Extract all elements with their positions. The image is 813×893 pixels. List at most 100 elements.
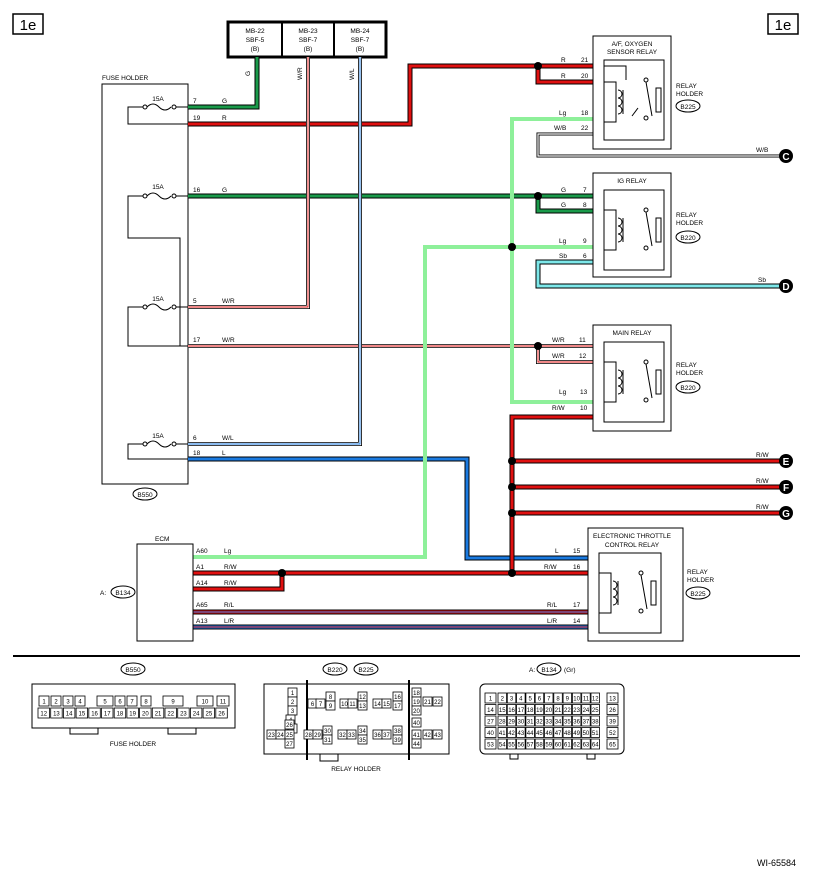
svg-text:8: 8 [583, 202, 587, 209]
svg-text:R/L: R/L [224, 602, 235, 609]
pin-label: 23 [573, 708, 580, 714]
splice-dot [534, 192, 542, 200]
pin-label: 6 [118, 699, 122, 705]
pin-label: 4 [519, 696, 523, 702]
pin-cell [63, 707, 76, 719]
pin-cell [516, 692, 526, 704]
pin-label: 16 [394, 695, 401, 701]
pin-cell [525, 692, 535, 704]
sbf-1-name: MB-22 [245, 28, 265, 35]
svg-text:15A: 15A [152, 296, 164, 303]
pin-label: 34 [359, 729, 366, 735]
pin-label: 34 [555, 719, 562, 725]
sbf-3-name: MB-24 [350, 28, 370, 35]
pin-cell [534, 704, 545, 715]
svg-text:W/R: W/R [552, 337, 565, 344]
svg-text:Lg: Lg [559, 238, 567, 245]
relay-holder-pins: 1234567891011121314151617181920212223242… [266, 687, 443, 749]
splice-dot [534, 62, 542, 70]
pin-cell [553, 715, 563, 727]
fuse-4: 15A [127, 433, 188, 460]
wire-rw-trunk [509, 414, 593, 576]
pin-label: 26 [218, 711, 225, 717]
fuse-2: 15A [127, 184, 188, 346]
svg-text:L/R: L/R [224, 618, 234, 625]
pin-cell [177, 707, 190, 719]
sbf-1-sub: SBF-5 [246, 37, 265, 44]
pin-cell [572, 727, 582, 738]
pin-cell [422, 729, 433, 740]
pin-label: 36 [573, 719, 580, 725]
pin-label: 62 [573, 742, 580, 748]
pin-cell [497, 715, 507, 727]
pin-label: 30 [324, 729, 331, 735]
fh5-pin: 5 [193, 298, 197, 305]
pin-label: 6 [311, 702, 315, 708]
pin-cell [506, 727, 517, 738]
pin-cell [534, 727, 545, 738]
splice-dot [534, 342, 542, 350]
svg-text:R/W: R/W [224, 580, 238, 587]
wires [188, 57, 782, 630]
pin-cell [562, 738, 572, 750]
fh19-color: R [222, 115, 227, 122]
pin-label: 23 [180, 711, 187, 717]
pin-label: 60 [555, 742, 562, 748]
svg-text:A65: A65 [196, 602, 208, 609]
pin-label: 18 [413, 691, 420, 697]
sbf-2-conn: (B) [304, 46, 313, 53]
pin-label: 15 [383, 702, 390, 708]
pin-cell [534, 692, 545, 704]
terminal-f [779, 480, 793, 494]
pin-label: 43 [434, 733, 441, 739]
svg-text:RELAY: RELAY [676, 362, 697, 369]
pin-cell [114, 695, 126, 707]
pin-cell [581, 738, 591, 750]
pin-label: 42 [508, 731, 515, 737]
svg-text:HOLDER: HOLDER [687, 577, 714, 584]
pin-cell [62, 695, 74, 707]
pin-label: 10 [202, 699, 209, 705]
svg-text:Lg: Lg [559, 110, 567, 117]
pin-cell [544, 715, 554, 727]
pin-cell [484, 738, 497, 750]
pin-label: 24 [583, 708, 590, 714]
b134-id: B134 [541, 667, 557, 674]
pin-cell [325, 700, 336, 711]
pin-label: 51 [592, 731, 599, 737]
pin-label: 13 [359, 704, 366, 710]
pin-label: 14 [487, 708, 494, 714]
pin-cell [196, 695, 214, 707]
pin-label: 49 [573, 731, 580, 737]
pin-label: 56 [518, 742, 525, 748]
pin-label: 40 [413, 721, 420, 727]
pin-label: 9 [171, 699, 175, 705]
af-relay-title2: SENSOR RELAY [607, 49, 658, 56]
pin-cell [506, 715, 517, 727]
pin-cell [484, 715, 497, 727]
pin-label: 19 [129, 711, 136, 717]
splice-points [278, 62, 542, 577]
pin-cell [606, 738, 619, 750]
fh19-pin: 19 [193, 115, 201, 122]
pin-cell [497, 692, 507, 704]
ecm-conn-prefix: A: [100, 590, 106, 597]
pin-label: 21 [155, 711, 162, 717]
pin-label: 58 [536, 742, 543, 748]
pin-cell [74, 695, 86, 707]
pin-cell [88, 707, 101, 719]
pin-cell [312, 729, 323, 740]
pin-label: 4 [78, 699, 82, 705]
page-tag-left-box [12, 13, 44, 35]
pin-label: 63 [583, 742, 590, 748]
pin-cell [525, 715, 535, 727]
relay-holder-connector-view: B220 B225 123456789101112131415161718192… [263, 662, 450, 773]
pin-label: 37 [383, 733, 390, 739]
sbf-1-conn: (B) [251, 46, 260, 53]
terminal-markers: C D E F G [779, 149, 793, 520]
svg-text:RELAY: RELAY [676, 212, 697, 219]
